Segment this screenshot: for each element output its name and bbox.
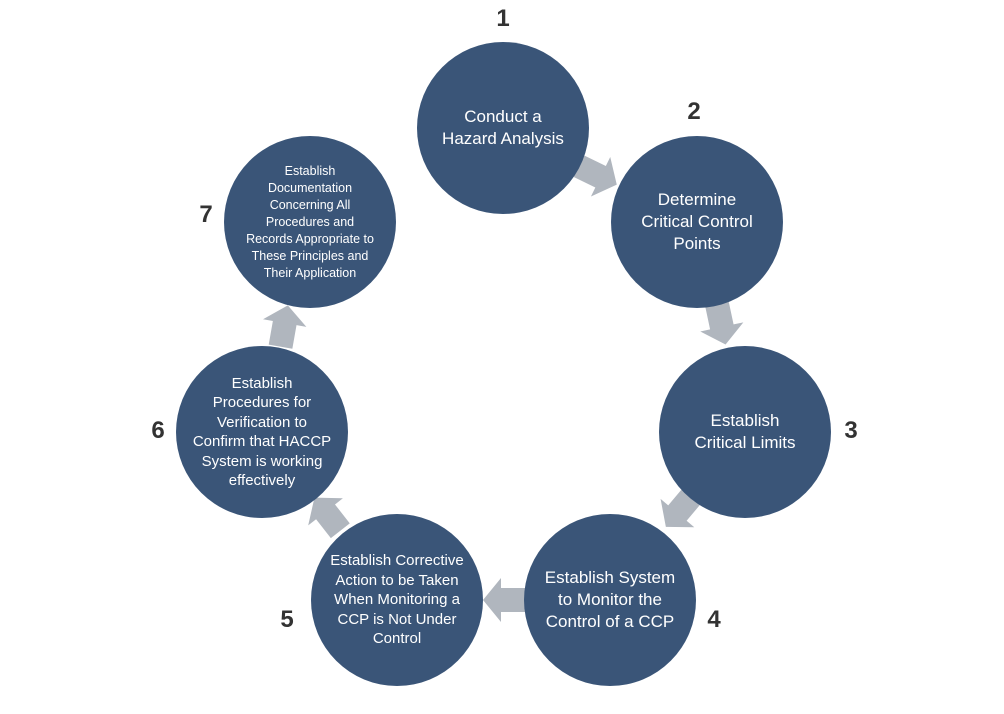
step-4-number: 4: [707, 606, 721, 633]
step-3-label: Establish Critical Limits: [694, 411, 796, 452]
step-4-label: Establish System to Monitor the Control …: [544, 568, 676, 631]
step-1-number: 1: [496, 5, 510, 32]
step-6-circle: Establish Procedures for Verification to…: [176, 346, 348, 518]
arrow-6-to-7-icon: [263, 305, 307, 349]
step-5-label: Establish Corrective Action to be Taken …: [330, 552, 464, 648]
step-7-circle: Establish Documentation Concerning All P…: [224, 136, 396, 308]
arrow-4-to-5-icon: [483, 578, 525, 622]
arrow-1-to-2-icon: [573, 155, 617, 197]
step-6-number: 6: [151, 417, 165, 444]
step-3-circle: Establish Critical Limits: [659, 346, 831, 518]
step-3-number: 3: [844, 417, 858, 444]
step-6-label: Establish Procedures for Verification to…: [192, 374, 332, 490]
arrow-5-to-6-icon: [308, 497, 350, 539]
step-7-label: Establish Documentation Concerning All P…: [246, 163, 374, 280]
step-1-circle: Conduct a Hazard Analysis: [417, 42, 589, 214]
step-2-label: Determine Critical Control Points: [641, 190, 753, 253]
step-4-circle: Establish System to Monitor the Control …: [524, 514, 696, 686]
step-5-circle: Establish Corrective Action to be Taken …: [311, 514, 483, 686]
arrow-2-to-3-icon: [700, 300, 744, 345]
step-2-number: 2: [687, 98, 701, 125]
step-2-circle: Determine Critical Control Points: [611, 136, 783, 308]
step-1-label: Conduct a Hazard Analysis: [442, 107, 564, 148]
step-5-number: 5: [280, 606, 294, 633]
step-7-number: 7: [199, 201, 213, 228]
